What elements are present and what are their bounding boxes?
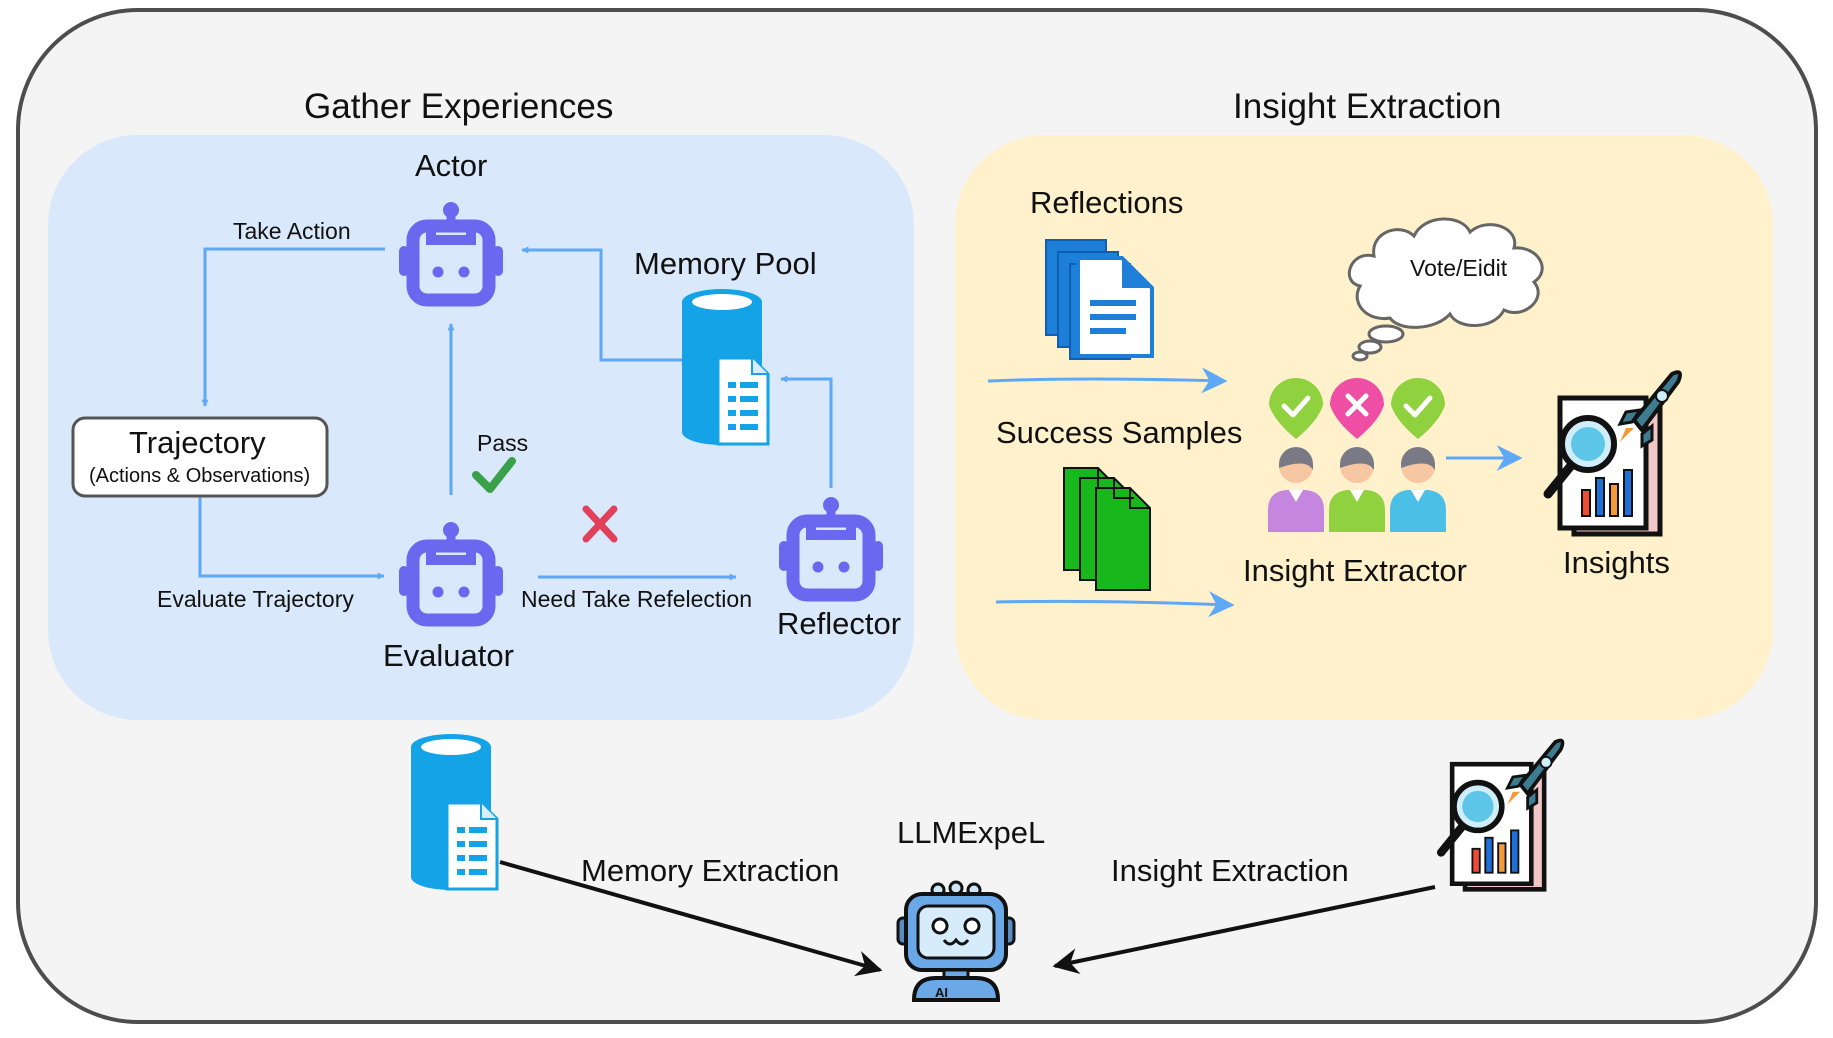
trajectory-title: Trajectory (129, 425, 266, 460)
success-samples-label: Success Samples (996, 415, 1243, 450)
vote-edit-thought-cloud-icon (1347, 217, 1544, 362)
insights-report-icon (1548, 372, 1680, 534)
memory-pool-database-icon (680, 287, 770, 447)
ai-badge: AI (935, 985, 948, 1000)
insights-label: Insights (1563, 545, 1670, 580)
llmexpel-label: LLMExpeL (897, 815, 1046, 850)
memory-pool-label: Memory Pool (634, 246, 817, 281)
gather-experiences-title: Gather Experiences (304, 87, 614, 126)
trajectory-box (71, 416, 329, 498)
vote-edit-label: Vote/Eidit (1410, 255, 1508, 281)
insight-extraction-arrow (1052, 885, 1436, 974)
reflections-arrow (987, 367, 1228, 394)
gather-experiences-panel (48, 135, 914, 720)
reflections-document-stack-icon (1045, 239, 1154, 360)
memory-extraction-arrow (499, 860, 883, 977)
memory-extraction-label: Memory Extraction (581, 853, 840, 888)
check-pin-icon-1 (1269, 378, 1323, 439)
llmexpel-ai-robot-icon: AI (896, 880, 1016, 1002)
pass-check-icon (472, 457, 516, 493)
insight-extraction-bottom-label: Insight Extraction (1111, 853, 1349, 888)
insight-extractor-label: Insight Extractor (1243, 553, 1467, 588)
evaluate-trajectory-arrow (198, 497, 385, 580)
reflector-to-memory-arrow (780, 375, 833, 488)
reflector-label: Reflector (777, 606, 902, 641)
actor-label: Actor (415, 148, 488, 183)
trajectory-subtitle: (Actions & Observations) (89, 465, 311, 487)
success-samples-document-stack-icon (1063, 467, 1151, 591)
insight-report-icon-bottom (1441, 740, 1562, 889)
check-pin-icon-2 (1391, 378, 1445, 439)
fail-cross-icon (582, 505, 618, 543)
insight-extraction-title: Insight Extraction (1233, 87, 1502, 126)
cross-pin-icon (1330, 378, 1384, 439)
reflections-label: Reflections (1030, 185, 1184, 220)
memory-database-icon (409, 732, 499, 892)
evaluator-label: Evaluator (383, 638, 514, 673)
memory-to-actor-arrow (521, 246, 688, 362)
pass-label: Pass (477, 430, 529, 456)
need-reflection-label: Need Take Refelection (521, 586, 752, 612)
success-samples-arrow (995, 591, 1235, 618)
take-action-arrow (201, 247, 385, 407)
take-action-label: Take Action (233, 218, 351, 244)
evaluate-trajectory-label: Evaluate Trajectory (157, 586, 354, 612)
